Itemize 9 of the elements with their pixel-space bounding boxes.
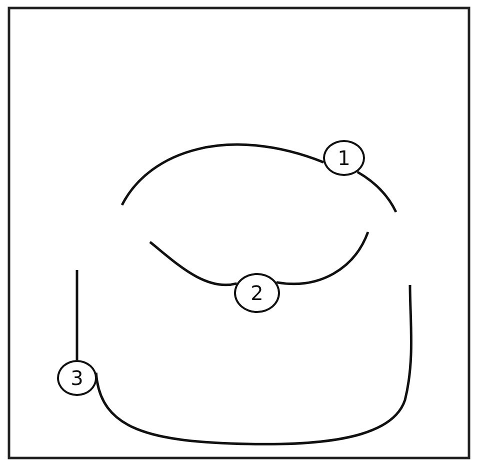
curved-line <box>94 284 412 446</box>
curved-line <box>76 270 78 360</box>
numbered-circle: 2 <box>234 273 280 313</box>
curved-line <box>276 232 370 285</box>
curved-line <box>149 241 238 286</box>
curved-line <box>356 170 398 213</box>
numbered-circle: 3 <box>57 360 97 396</box>
numbered-circle: 1 <box>323 140 365 176</box>
curved-line <box>120 143 324 206</box>
